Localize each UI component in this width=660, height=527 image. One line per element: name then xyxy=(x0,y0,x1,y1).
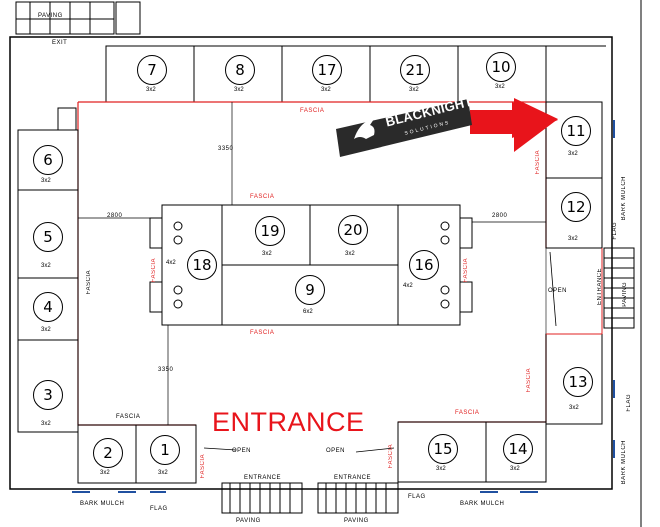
paving-label-bottom-2: PAVING xyxy=(344,518,369,524)
bark-mulch-bottom-left: BARK MULCH xyxy=(80,501,125,507)
entrance-label-bottom-2: ENTRANCE xyxy=(334,475,372,481)
booth-5-number: 5 xyxy=(33,222,63,252)
booth-19-size: 3x2 xyxy=(262,251,272,257)
flag-bottom-left: FLAG xyxy=(150,506,168,512)
fascia-bottom-right: FASCIA xyxy=(455,410,480,416)
fascia-island-bottom: FASCIA xyxy=(250,330,275,336)
booth-15-size: 3x2 xyxy=(436,466,446,472)
paving-label-top: PAVING xyxy=(38,13,63,19)
booth-9-size: 6x2 xyxy=(303,309,313,315)
booth-8-size: 3x2 xyxy=(234,87,244,93)
fascia-right-lower: FASCIA xyxy=(526,368,532,393)
booth-11-number: 11 xyxy=(561,116,591,146)
booth-2-number: 2 xyxy=(93,438,123,468)
fascia-island-top: FASCIA xyxy=(250,194,275,200)
booth-16-size: 4x2 xyxy=(403,283,413,289)
booth-3-size: 3x2 xyxy=(41,421,51,427)
entrance-banner: ENTRANCE xyxy=(212,407,365,437)
booth-13-size: 3x2 xyxy=(569,405,579,411)
booth-10-number: 10 xyxy=(486,52,516,82)
booth-18-size: 4x2 xyxy=(166,260,176,266)
booth-19-number: 19 xyxy=(255,216,285,246)
bark-mulch-bottom-right: BARK MULCH xyxy=(460,501,505,507)
bark-mulch-right-top: BARK MULCH xyxy=(621,176,627,221)
paving-label-right: PAVING xyxy=(622,282,628,307)
booth-17-number: 17 xyxy=(312,55,342,85)
booth-1-size: 3x2 xyxy=(158,470,168,476)
booth-21-number: 21 xyxy=(400,55,430,85)
booth-7-size: 3x2 xyxy=(146,87,156,93)
booth-12-number: 12 xyxy=(561,192,591,222)
booth-13-number: 13 xyxy=(563,367,593,397)
booth-16-number: 16 xyxy=(409,250,439,280)
fascia-left: FASCIA xyxy=(86,270,92,295)
booth-11-size: 3x2 xyxy=(568,151,578,157)
booth-17-size: 3x2 xyxy=(321,87,331,93)
fascia-bottom-left: FASCIA xyxy=(116,414,141,420)
booth-12-size: 3x2 xyxy=(568,236,578,242)
dimension-bottom: 3350 xyxy=(158,367,174,373)
booth-2-size: 3x2 xyxy=(100,470,110,476)
booth-6-number: 6 xyxy=(33,145,63,175)
booth-20-size: 3x2 xyxy=(345,251,355,257)
booth-14-number: 14 xyxy=(503,434,533,464)
booth-5-size: 3x2 xyxy=(41,263,51,269)
booth-4-number: 4 xyxy=(33,292,63,322)
booth-15-number: 15 xyxy=(428,434,458,464)
fascia-top: FASCIA xyxy=(300,108,325,114)
dimension-right: 2800 xyxy=(492,213,508,219)
booth-20-number: 20 xyxy=(338,215,368,245)
open-label-right: OPEN xyxy=(548,288,568,294)
booth-9-number: 9 xyxy=(295,275,325,305)
booth-1-number: 1 xyxy=(150,435,180,465)
booth-4-size: 3x2 xyxy=(41,327,51,333)
open-label-center: OPEN xyxy=(326,448,346,454)
blacknight-logo xyxy=(336,99,472,157)
booth-6-size: 3x2 xyxy=(41,178,51,184)
flag-right-bottom: FLAG xyxy=(626,394,632,412)
booth-7-number: 7 xyxy=(137,55,167,85)
entrance-label-right: ENTRANCE xyxy=(597,268,603,306)
booth-10-size: 3x2 xyxy=(495,84,505,90)
booth-3-number: 3 xyxy=(33,380,63,410)
flag-bottom-right: FLAG xyxy=(408,494,426,500)
paving-label-bottom-1: PAVING xyxy=(236,518,261,524)
entrance-label-bottom-1: ENTRANCE xyxy=(244,475,282,481)
exit-label: EXIT xyxy=(52,40,68,46)
open-label-left: OPEN xyxy=(232,448,252,454)
flag-right-top: FLAG xyxy=(612,222,618,240)
fascia-island-right: FASCIA xyxy=(463,258,469,283)
dimension-left: 2800 xyxy=(107,213,123,219)
fascia-booth-15: FASCIA xyxy=(388,444,394,469)
booth-14-size: 3x2 xyxy=(510,466,520,472)
bark-mulch-right-bottom: BARK MULCH xyxy=(621,440,627,485)
booth-8-number: 8 xyxy=(225,55,255,85)
fascia-right: FASCIA xyxy=(535,150,541,175)
booth-18-number: 18 xyxy=(187,250,217,280)
fascia-island-left: FASCIA xyxy=(151,258,157,283)
fascia-booth-1: FASCIA xyxy=(200,454,206,479)
dimension-top: 3350 xyxy=(218,146,234,152)
booth-21-size: 3x2 xyxy=(409,87,419,93)
